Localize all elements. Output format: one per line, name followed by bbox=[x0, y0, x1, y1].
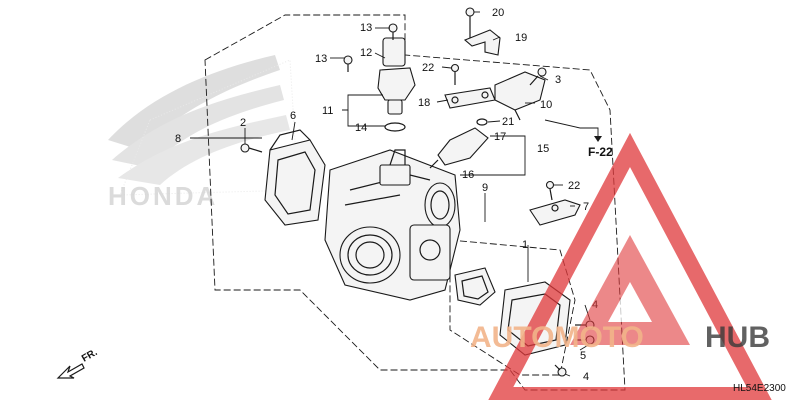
callout-1: 1 bbox=[522, 239, 528, 251]
callout-21: 21 bbox=[502, 116, 514, 128]
part-bracket bbox=[529, 180, 581, 226]
callout-22-lower: 22 bbox=[568, 180, 580, 192]
part-cover bbox=[264, 129, 326, 226]
part-injector bbox=[429, 118, 489, 169]
throttle-body bbox=[324, 149, 461, 301]
callout-12: 12 bbox=[360, 47, 372, 59]
callout-19: 19 bbox=[515, 32, 527, 44]
callout-22-upper: 22 bbox=[422, 62, 434, 74]
callout-14: 14 bbox=[355, 122, 367, 134]
callout-7: 7 bbox=[583, 201, 589, 213]
automotohub-logo-triangle bbox=[488, 132, 772, 400]
part-clamp bbox=[463, 7, 501, 56]
reference-label: F-22 bbox=[588, 145, 613, 159]
wordmark-hub: HUB bbox=[705, 321, 770, 354]
callout-13-upper: 13 bbox=[360, 22, 372, 34]
wordmark-automoto: AUTOMOTO bbox=[470, 321, 644, 354]
front-direction-indicator: FR. bbox=[56, 347, 100, 379]
callout-4-lower: 4 bbox=[583, 371, 589, 383]
reference-f22: F-22 bbox=[580, 127, 613, 159]
drawing-code: HL54E2300 bbox=[733, 383, 786, 394]
callout-20: 20 bbox=[492, 7, 504, 19]
callout-13-lower: 13 bbox=[315, 53, 327, 65]
callout-16: 16 bbox=[462, 169, 474, 181]
callout-11: 11 bbox=[322, 105, 333, 117]
part-screw-2 bbox=[240, 143, 263, 153]
callout-9: 9 bbox=[482, 182, 488, 194]
part-sensor-stay bbox=[444, 63, 547, 121]
callout-2: 2 bbox=[240, 117, 246, 129]
callout-17: 17 bbox=[494, 131, 506, 143]
callout-8: 8 bbox=[175, 133, 181, 145]
callout-18: 18 bbox=[418, 97, 430, 109]
part-injector-assembly bbox=[343, 23, 416, 132]
front-label: FR. bbox=[80, 347, 100, 365]
callout-6: 6 bbox=[290, 110, 296, 122]
callout-labels: 1 2 3 4 4 5 6 7 8 9 10 11 12 13 13 14 15… bbox=[175, 7, 598, 383]
callout-3: 3 bbox=[555, 74, 561, 86]
callout-15: 15 bbox=[537, 143, 549, 155]
honda-brand-text: HONDA bbox=[108, 181, 218, 211]
automotohub-wordmark: AUTOMOTO HUB bbox=[470, 321, 770, 354]
callout-10: 10 bbox=[540, 99, 552, 111]
callout-5: 5 bbox=[580, 350, 586, 362]
honda-wing-logo: HONDA bbox=[108, 55, 299, 211]
front-arrow-icon bbox=[56, 363, 85, 379]
leader-lines bbox=[190, 11, 591, 377]
